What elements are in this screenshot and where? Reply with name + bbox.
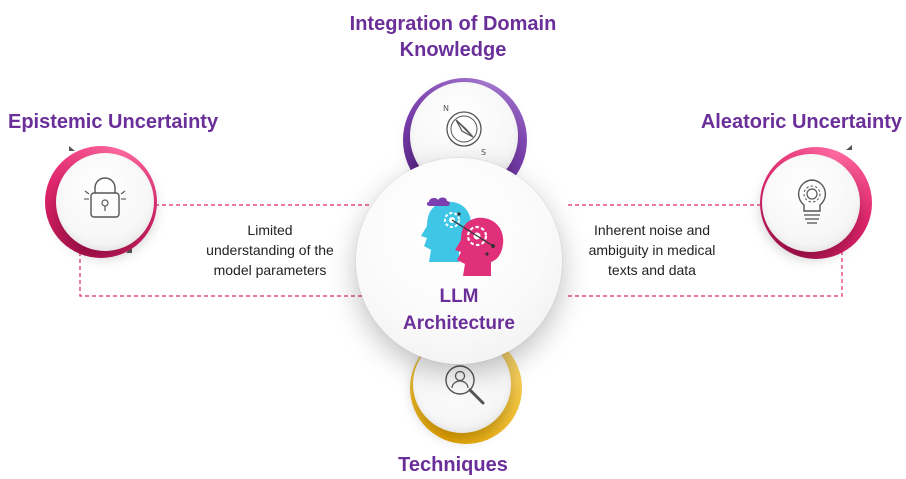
right-connector-loop — [568, 245, 843, 297]
center-node: LLM Architecture — [356, 158, 562, 364]
padlock-icon — [84, 177, 126, 218]
left-description-line3: model parameters — [213, 262, 327, 278]
right-node-disc — [762, 154, 860, 252]
top-node-title-line1: Integration of Domain — [349, 13, 557, 35]
left-node-description: Limited understanding of the model param… — [190, 220, 350, 280]
two-heads-icon — [421, 197, 504, 276]
center-title-line2: Architecture — [403, 313, 515, 334]
left-description-line1: Limited — [247, 222, 293, 238]
left-node-title: Epistemic Uncertainty — [8, 111, 219, 133]
right-node-description: Inherent noise and ambiguity in medical … — [572, 220, 732, 280]
top-node-title-line2: Knowledge — [399, 39, 507, 61]
top-node-title: Integration of Domain Knowledge — [303, 11, 603, 63]
center-title: LLM Architecture — [356, 283, 562, 337]
right-description-line3: texts and data — [608, 262, 696, 278]
user-search-icon — [445, 365, 485, 405]
left-arrow-marker-top — [69, 146, 75, 151]
lightbulb-gear-icon — [797, 179, 827, 224]
compass-north-label: N — [443, 104, 449, 113]
left-description-line2: understanding of the — [206, 242, 334, 258]
bottom-node-title: Techniques — [398, 454, 508, 476]
compass-south-label: S — [481, 148, 486, 157]
center-title-line1: LLM — [439, 286, 479, 307]
right-description-line1: Inherent noise and — [594, 222, 710, 238]
left-node-disc — [56, 153, 154, 251]
compass-icon: N S — [443, 104, 486, 157]
right-node-title: Aleatoric Uncertainty — [700, 111, 902, 133]
left-connector-loop — [79, 252, 372, 297]
right-description-line2: ambiguity in medical — [588, 242, 716, 258]
right-arrow-marker-top — [846, 145, 852, 150]
